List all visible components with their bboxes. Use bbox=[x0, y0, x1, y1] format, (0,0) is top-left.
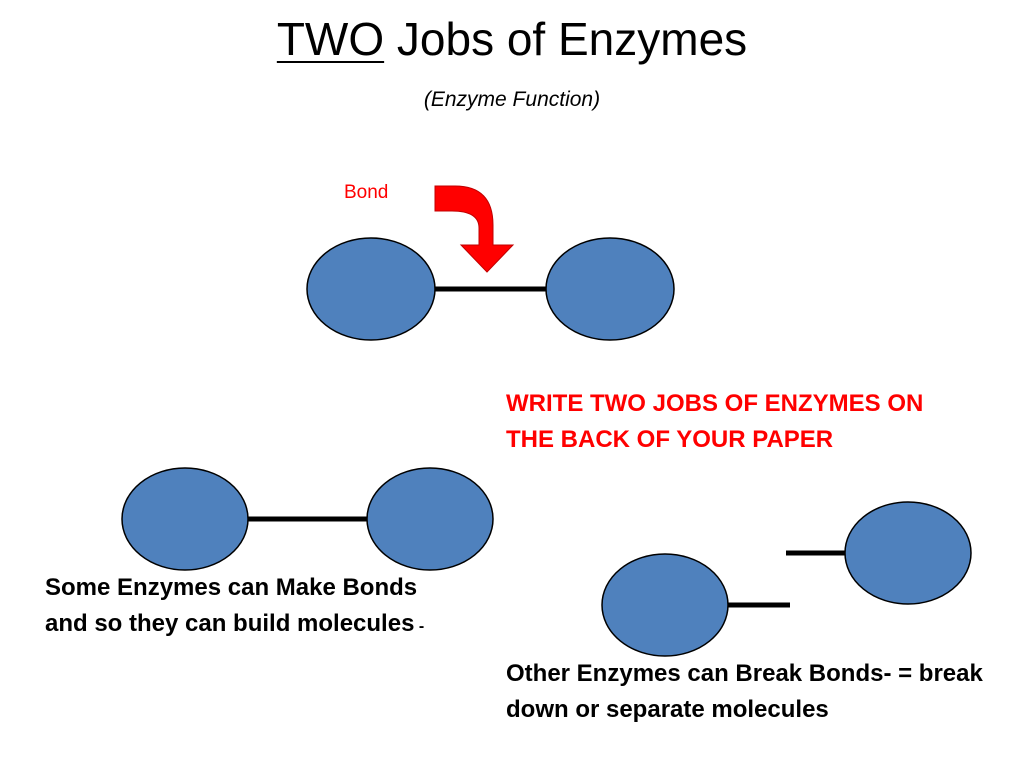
top-left-molecule bbox=[306, 237, 436, 341]
instruction-text: WRITE TWO JOBS OF ENZYMES ON THE BACK OF… bbox=[506, 390, 924, 453]
break-bond-molecule-pair bbox=[601, 501, 972, 657]
red-curved-arrow-icon bbox=[434, 185, 515, 273]
top-molecule-pair bbox=[306, 185, 675, 341]
make-left-molecule bbox=[121, 467, 249, 571]
make-bonds-caption: Some Enzymes can Make Bonds and so they … bbox=[45, 570, 435, 642]
make-bonds-text: Some Enzymes can Make Bonds and so they … bbox=[45, 574, 418, 637]
top-right-molecule bbox=[545, 237, 675, 341]
title-rest: Jobs of Enzymes bbox=[384, 13, 748, 65]
break-lower-molecule bbox=[601, 553, 729, 657]
slide-subtitle: (Enzyme Function) bbox=[423, 88, 601, 111]
bond-label: Bond bbox=[344, 182, 389, 203]
slide-title: TWO Jobs of Enzymes bbox=[0, 12, 1024, 67]
make-bonds-tail: - bbox=[414, 618, 425, 635]
make-bond-molecule-pair bbox=[121, 467, 494, 571]
make-right-molecule bbox=[366, 467, 494, 571]
break-upper-molecule bbox=[844, 501, 972, 605]
break-bonds-caption: Other Enzymes can Break Bonds- = break d… bbox=[506, 660, 983, 723]
title-underlined-word: TWO bbox=[276, 13, 385, 65]
